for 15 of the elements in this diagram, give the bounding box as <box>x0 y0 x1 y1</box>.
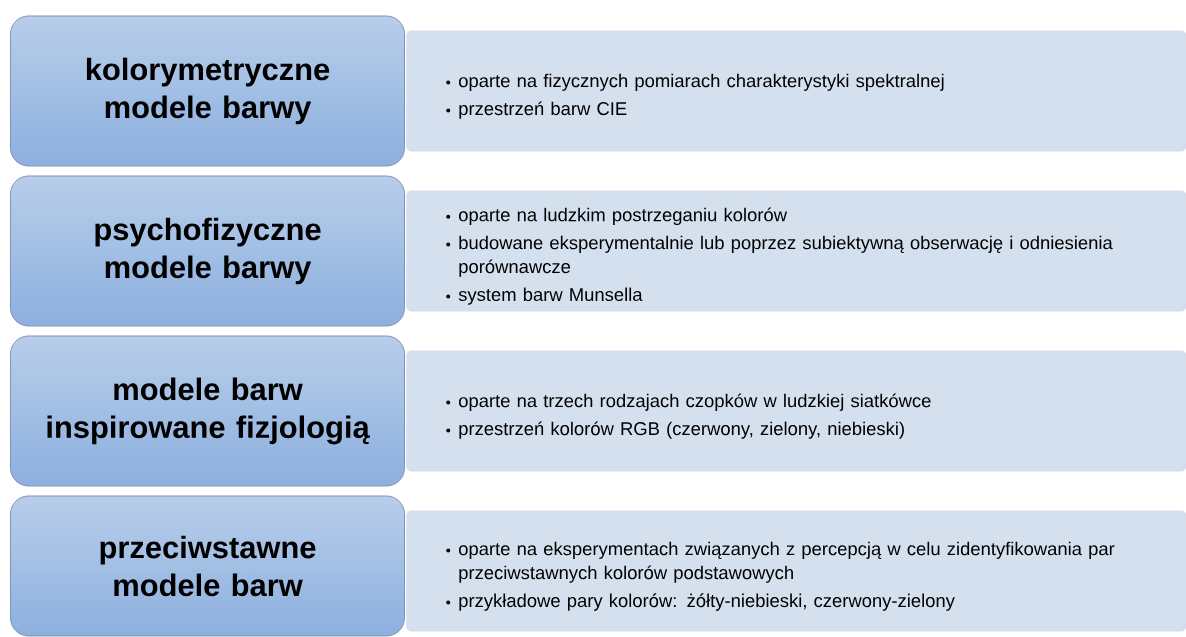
bullet-item: przestrzeń barw CIE <box>446 101 627 119</box>
description-panel <box>406 510 1186 632</box>
bullet-item: oparte na ludzkim postrzeganiu kolorów <box>446 207 788 225</box>
title-box: przeciwstawne modele barw <box>10 495 405 637</box>
bullet-item: oparte na fizycznych pomiarach charakterystyki spektralnej <box>446 73 944 91</box>
description-panel <box>406 30 1186 152</box>
description-panel <box>406 190 1186 312</box>
bullet-item: oparte na trzech rodzajach czopków w ludzkiej siatkówce <box>446 393 931 411</box>
title-box: psychofizyczne modele barwy <box>10 175 405 327</box>
title-box: modele barw inspirowane fizjologią <box>10 335 405 487</box>
description-panel <box>406 350 1186 472</box>
bullet-item: system barw Munsella <box>446 287 643 305</box>
bullet-item: przestrzeń kolorów RGB (czerwony, zielony, niebieski) <box>446 421 904 439</box>
title-box: kolorymetryczne modele barwy <box>10 15 405 167</box>
bullet-item: przykładowe pary kolorów: żółty-niebieski, czerwony-zielony <box>446 593 955 611</box>
